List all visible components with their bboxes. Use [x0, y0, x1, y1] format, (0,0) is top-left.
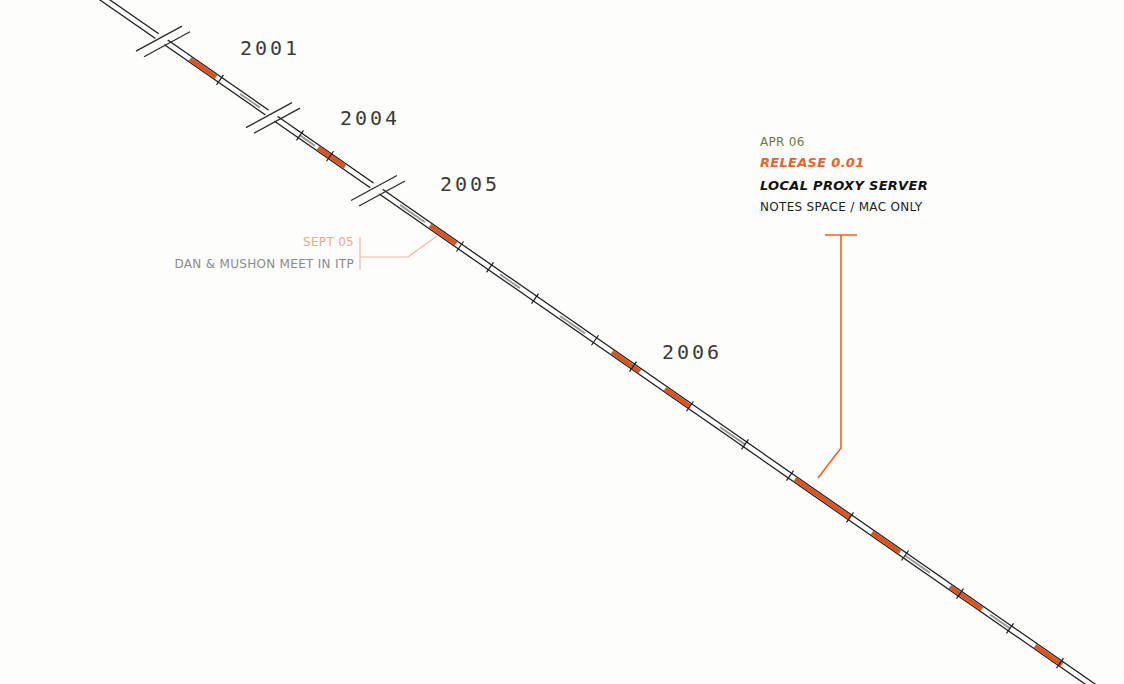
timeline-note: RELEASE 0.01: [760, 155, 865, 171]
timeline-tick: [847, 512, 854, 522]
timeline-tick: [902, 551, 909, 561]
timeline-note: SEPT 05: [303, 235, 354, 249]
break-mark: [254, 108, 300, 133]
timeline-tick: [217, 75, 224, 85]
timeline-tick: [957, 589, 964, 599]
timeline-segment: [100, 0, 1100, 684]
timeline-segment: [318, 148, 345, 167]
timeline-note: APR 06: [760, 135, 805, 149]
timeline-tick: [297, 130, 304, 140]
timeline-tick: [592, 335, 599, 345]
timeline-tick: [1057, 658, 1064, 668]
timeline-segment: [905, 556, 930, 573]
timeline-tick: [532, 294, 539, 304]
leader-line: [818, 235, 857, 478]
timeline-segment: [430, 226, 456, 244]
timeline-segment: [990, 615, 1010, 629]
timeline-segment: [560, 316, 585, 333]
timeline-segment: [665, 389, 690, 406]
break-mark: [359, 181, 405, 206]
timeline-tick: [787, 471, 794, 481]
timeline-tick: [487, 262, 494, 272]
timeline-tick: [630, 362, 637, 372]
year-label: 2005: [440, 172, 500, 196]
break-mark: [136, 26, 182, 51]
timeline-bar: [100, 0, 1100, 684]
timeline-segment: [872, 533, 900, 552]
timeline-tick: [327, 151, 334, 161]
timeline-tick: [457, 242, 464, 252]
year-label: 2004: [340, 106, 400, 130]
timeline-note: DAN & MUSHON MEET IN ITP: [174, 257, 354, 271]
break-mark: [144, 32, 190, 57]
timeline-note: NOTES SPACE / MAC ONLY: [760, 200, 922, 214]
leader-line: [360, 236, 437, 270]
year-label: 2001: [240, 36, 300, 60]
timeline-segment: [300, 135, 315, 145]
timeline-segment: [612, 352, 640, 371]
timeline-segment: [795, 479, 850, 517]
timeline-tick: [1007, 623, 1014, 633]
timeline-tick: [742, 439, 749, 449]
timeline-segment: [950, 587, 982, 609]
timeline-note: LOCAL PROXY SERVER: [760, 178, 928, 194]
timeline-segment: [190, 59, 216, 77]
timeline-segment: [1035, 646, 1062, 665]
timeline-segment: [720, 427, 745, 444]
year-label: 2006: [662, 340, 722, 364]
break-mark: [246, 103, 292, 128]
break-mark: [351, 175, 397, 200]
timeline-segment: [240, 94, 260, 108]
timeline-tick: [687, 401, 694, 411]
timeline-segment: [500, 274, 520, 288]
timeline-segment: [100, 0, 1100, 684]
timeline-segment: [400, 205, 425, 222]
